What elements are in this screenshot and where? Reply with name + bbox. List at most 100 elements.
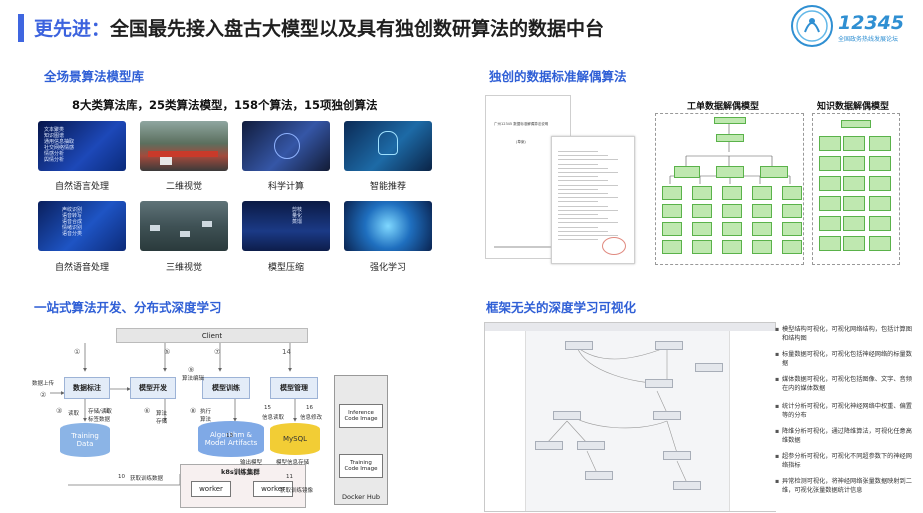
graph-node — [695, 363, 723, 372]
edge-label: 输出模型 — [240, 460, 263, 466]
viz-bullet: 媒体数据可视化，可视化包括图像、文字、音频在内的媒体数据 — [775, 375, 914, 393]
tree-leaf-node — [692, 222, 712, 236]
model-train-box: 模型训练 — [202, 377, 250, 399]
worker-node: worker — [253, 481, 293, 497]
tree-leaf-node — [869, 176, 891, 191]
model-dev-box: 模型开发 — [130, 377, 176, 399]
tree-leaf-node — [722, 204, 742, 218]
step-marker: ⑥ — [144, 407, 151, 415]
edge-label: 执行 算法 — [200, 409, 212, 423]
tile-nlp-text: 文本聚类知识图谱通用信息抽取社交网络情感情感分析舆情分析 — [44, 127, 75, 163]
tree-leaf-node — [819, 136, 841, 151]
doc-table-row — [558, 214, 598, 215]
tree-leaf-node — [662, 186, 682, 200]
tree-leaf-node — [722, 240, 742, 254]
k8s-title: k8s训练集群 — [221, 468, 260, 476]
car-shape — [150, 225, 160, 231]
tree-leaf-node — [782, 222, 802, 236]
doc-table-row — [558, 172, 618, 173]
forum-logo — [790, 4, 915, 48]
tile-compress-text: 剪枝量化蒸馏 — [292, 207, 303, 225]
tree-leaf-node — [752, 222, 772, 236]
inference-image-box: Inference Code Image — [339, 404, 383, 428]
tree-leaf-node — [722, 186, 742, 200]
viz-bullet: 超参分析可视化，可视化不同超参数下的神经网络指标 — [775, 452, 914, 470]
graph-node — [655, 341, 683, 350]
graph-node — [673, 481, 701, 490]
doc-table-row — [558, 159, 618, 161]
tree-node — [716, 166, 744, 178]
dl-diagram-edges — [50, 343, 297, 486]
viz-bullet: 统计分析可视化，可视化神经网络中权重、偏置等的分布 — [775, 402, 914, 420]
doc-table-row — [558, 218, 608, 220]
tree-leaf-node — [782, 204, 802, 218]
edge-label: 信息修改 — [300, 415, 323, 421]
tile-caption: 智能推荐 — [369, 182, 406, 192]
edge-label: 13 — [226, 433, 233, 439]
document-page-2 — [551, 136, 635, 264]
mysql-cylinder: MySQL — [270, 423, 320, 455]
doc-table-row — [558, 155, 608, 157]
step-marker: ② — [40, 391, 47, 399]
tree-leaf-node — [662, 240, 682, 254]
ticket-model-diagram — [655, 113, 804, 265]
algo-library-heading: 全场景算法模型库 — [44, 69, 145, 84]
tile-speech-text: 声纹识别语音转写语音合成情绪识别语音分类 — [62, 207, 83, 237]
doc-table-row — [558, 235, 618, 236]
annotation-box: 数据标注 — [64, 377, 110, 399]
tree-leaf-node — [869, 136, 891, 151]
car-shape — [180, 231, 190, 237]
tree-node — [674, 166, 700, 178]
step-marker: ③ — [56, 407, 63, 415]
tree-leaf-node — [819, 236, 841, 251]
seal-stamp — [602, 237, 626, 255]
visualization-heading: 框架无关的深度学习可视化 — [486, 300, 637, 315]
tree-node — [714, 117, 746, 124]
edge-label: 算法编辑 — [182, 376, 205, 382]
standard-algo-heading: 独创的数据标准解偶算法 — [489, 69, 627, 84]
graph-node — [653, 411, 681, 420]
doc-table-row — [558, 205, 608, 207]
car-shape — [202, 221, 212, 227]
model1-title: 工单数据解偶模型 — [687, 102, 760, 112]
doc-table-row — [558, 193, 608, 194]
doc-table — [558, 151, 626, 247]
dl-platform-heading: 一站式算法开发、分布式深度学习 — [34, 300, 222, 315]
doc-table-row — [558, 188, 598, 190]
tree-leaf-node — [819, 176, 841, 191]
edge-label: 获取训练镜像 — [280, 488, 314, 494]
graph-node — [585, 471, 613, 480]
tree-leaf-node — [843, 196, 865, 211]
logo-number: 12345 — [838, 12, 905, 34]
doc-table-row — [558, 163, 598, 165]
tree-leaf-node — [752, 204, 772, 218]
edge-label: 模型信息存储 — [276, 460, 310, 466]
doc-subtitle: (草案) — [516, 140, 526, 144]
tile-caption: 自然语言处理 — [54, 182, 109, 192]
knowledge-model-diagram — [812, 113, 900, 265]
edge-label: 10 — [118, 474, 125, 480]
logo-emblem-icon — [791, 5, 833, 47]
tile-rl — [344, 201, 432, 251]
tree-leaf-node — [662, 204, 682, 218]
doc-title: 广州12345 数据标准解偶算法说明 — [494, 122, 549, 126]
viz-bullet: 模型结构可视化，可视化网络结构，包括计算图和结构图 — [775, 325, 914, 343]
training-image-box: Training Code Image — [339, 454, 383, 478]
visualization-screenshot — [484, 322, 776, 512]
doc-table-row — [558, 176, 598, 178]
tree-leaf-node — [752, 240, 772, 254]
logo-subtitle: 全国政务热线发展论坛 — [838, 36, 899, 43]
tile-caption: 三维视觉 — [165, 263, 202, 273]
tree-leaf-node — [843, 216, 865, 231]
tree-leaf-node — [662, 222, 682, 236]
tile-3d-vision — [140, 201, 228, 251]
model2-title: 知识数据解偶模型 — [817, 102, 890, 112]
client-box: Client — [116, 328, 308, 343]
tree-leaf-node — [819, 156, 841, 171]
tree-leaf-node — [843, 136, 865, 151]
doc-table-row — [558, 184, 618, 186]
tree-leaf-node — [869, 216, 891, 231]
tree-leaf-node — [819, 216, 841, 231]
step-marker: ⑤ — [164, 348, 171, 356]
edge-label: 15 — [264, 405, 271, 411]
